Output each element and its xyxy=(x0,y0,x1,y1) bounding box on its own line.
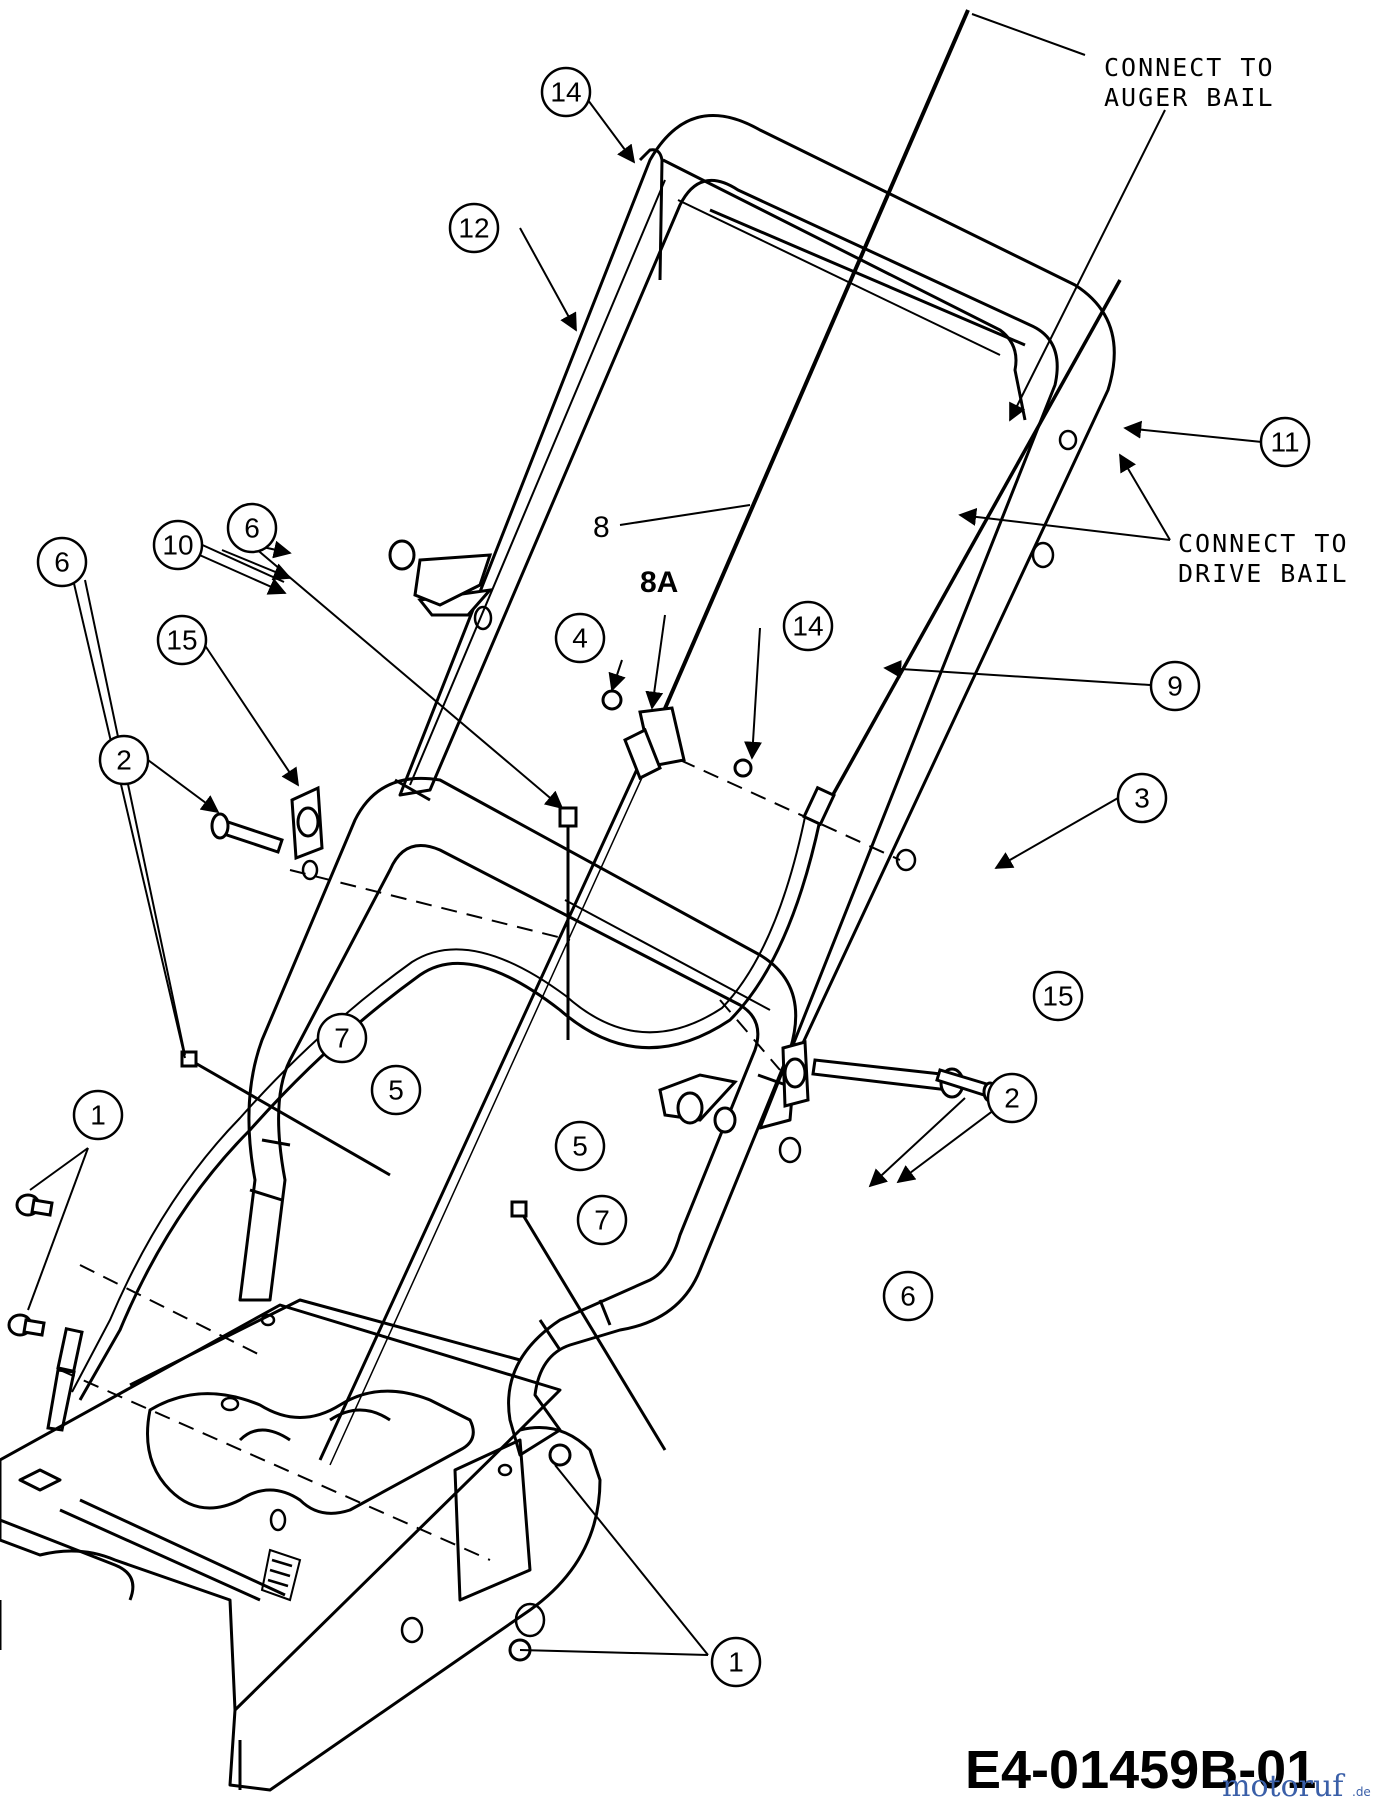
callouts: 14 12 11 6 15 4 14 9 2 3 7 5 15 2 1 5 7 … xyxy=(72,66,1311,1688)
callout-label: 14 xyxy=(792,611,823,642)
callout-2-right: 2 xyxy=(986,1072,1038,1124)
callout-label: 4 xyxy=(572,623,588,654)
callout-label: 5 xyxy=(572,1131,588,1162)
callout-1-bottom: 1 xyxy=(710,1636,762,1688)
callout-label: 10 xyxy=(162,530,193,561)
callout-15-left: 15 xyxy=(156,614,208,666)
leader-lines-2 xyxy=(84,542,285,1056)
note-auger-line2: AUGER BAIL xyxy=(1104,83,1275,112)
bolts xyxy=(210,812,998,1103)
handle-holes xyxy=(301,429,1078,1164)
note-auger-bail: CONNECT TO AUGER BAIL xyxy=(1104,53,1275,112)
callout-10: 14 xyxy=(540,66,592,118)
callout-2-left: 2 xyxy=(98,734,150,786)
base-frame xyxy=(0,1298,602,1792)
callout-label: 15 xyxy=(166,625,197,656)
callout-13: 12 xyxy=(448,202,500,254)
callout-label: 12 xyxy=(458,213,489,244)
alignment-lines xyxy=(59,759,901,1561)
callout-label: 14 xyxy=(550,77,581,108)
callout-5-bottom: 5 xyxy=(554,1120,606,1172)
callout-11: 11 xyxy=(1259,416,1311,468)
callout-label: 15 xyxy=(1042,981,1073,1012)
callout-label: 7 xyxy=(594,1205,610,1236)
label-8: 8 xyxy=(593,511,610,544)
callout-label: 1 xyxy=(728,1647,744,1678)
callout-14: 14 xyxy=(782,600,834,652)
watermark-suffix: .de xyxy=(1352,1785,1371,1799)
brackets xyxy=(290,785,810,1108)
part-8a-housing xyxy=(623,706,686,781)
cable-ties xyxy=(180,806,667,1451)
callout-9: 9 xyxy=(1149,660,1201,712)
callout-15-right: 15 xyxy=(1032,970,1084,1022)
callout-label: 9 xyxy=(1167,671,1183,702)
callout-7-bottom: 7 xyxy=(576,1194,628,1246)
callout-12-display: 1210 xyxy=(152,519,204,571)
callout-label: 1 xyxy=(90,1100,106,1131)
callout-3: 3 xyxy=(1116,772,1168,824)
callout-label: 6 xyxy=(54,547,70,578)
knobs xyxy=(388,539,738,1134)
cable-ends xyxy=(46,785,836,1432)
note-drive-line1: CONNECT TO xyxy=(1178,529,1349,558)
callout-label: 5 xyxy=(388,1075,404,1106)
callout-5-top: 5 xyxy=(370,1064,422,1116)
base-details xyxy=(220,1313,546,1644)
watermark-brand: motoruf xyxy=(1222,1769,1345,1800)
control-rods xyxy=(71,9,1122,1466)
callout-label: 11 xyxy=(1270,427,1299,458)
callout-label: 6 xyxy=(244,513,260,544)
callout-1-left: 1 xyxy=(72,1089,124,1141)
note-drive-bail: CONNECT TO DRIVE BAIL xyxy=(1178,529,1349,588)
callout-label: 2 xyxy=(116,745,132,776)
callout-label: 6 xyxy=(900,1281,916,1312)
upper-handle xyxy=(394,114,1116,1130)
callout-label: 3 xyxy=(1134,783,1150,814)
note-auger-line1: CONNECT TO xyxy=(1104,53,1275,82)
callout-label: 7 xyxy=(334,1023,350,1054)
callout-6-left-display: 6 xyxy=(36,536,88,588)
callout-7-top: 7 xyxy=(316,1012,368,1064)
lower-handle xyxy=(238,776,798,1457)
callout-6-top: 6 xyxy=(226,502,278,554)
callout-label: 2 xyxy=(1004,1083,1020,1114)
label-8a: 8A xyxy=(640,566,678,599)
nuts xyxy=(601,689,753,778)
watermark: motoruf .de xyxy=(1222,1769,1371,1800)
note-drive-line2: DRIVE BAIL xyxy=(1178,559,1349,588)
callout-4: 4 xyxy=(554,612,606,664)
callout-6-bottom: 6 xyxy=(882,1270,934,1322)
diagram-code: E4-01459B-01 xyxy=(965,1740,1316,1800)
